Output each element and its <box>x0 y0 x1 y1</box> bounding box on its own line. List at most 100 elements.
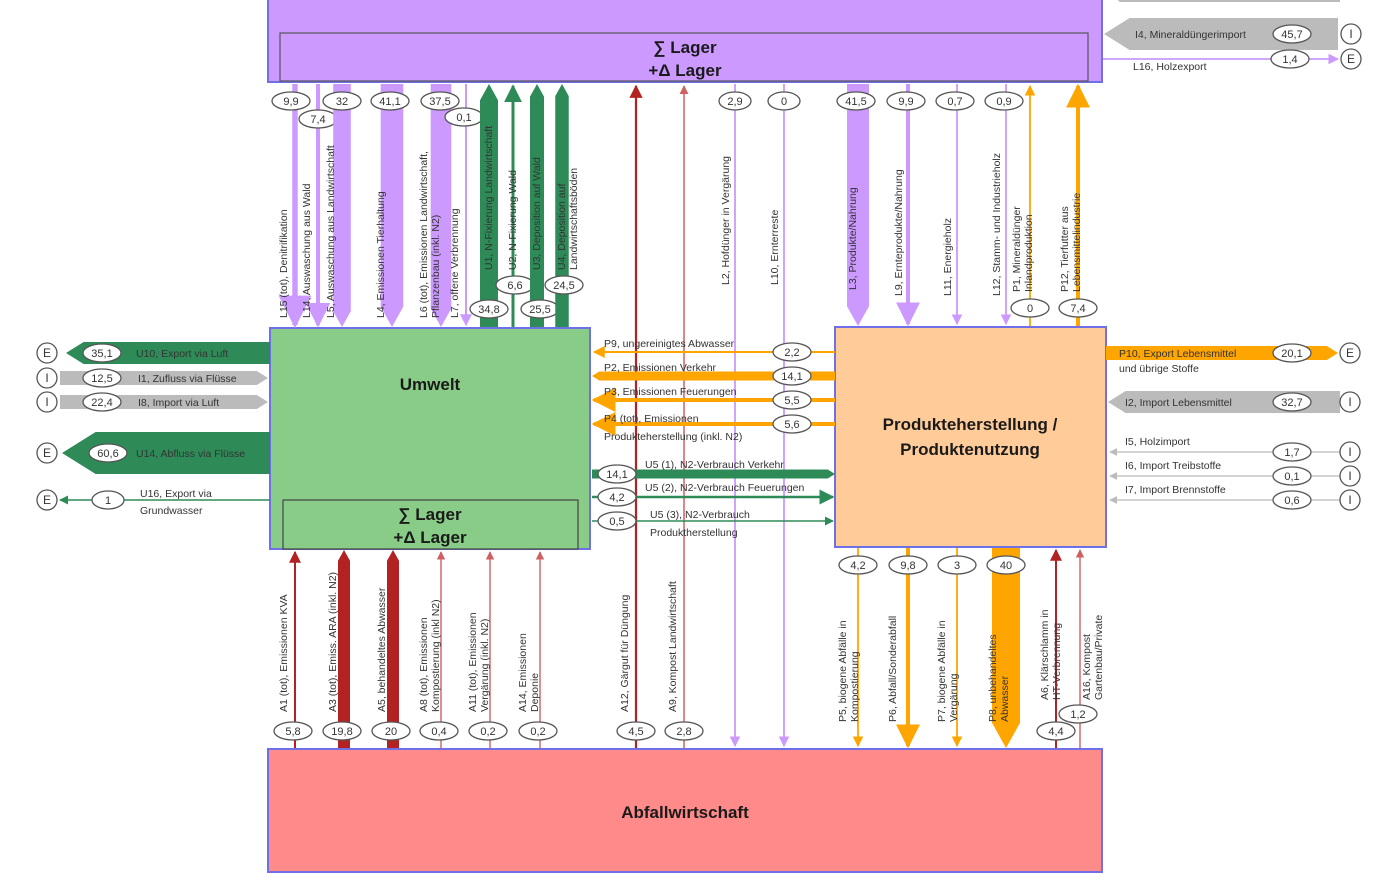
lager-umwelt <box>282 499 579 550</box>
flow-arrow-shape <box>387 550 399 748</box>
flow-p6-value: 9,8 <box>900 560 915 572</box>
flow-i8-value-oval <box>82 392 122 412</box>
flow-p6-label: P6, Abfall/Sonderabfall <box>887 616 899 722</box>
flow-p9-value: 2,2 <box>784 347 799 359</box>
flow-a3-value: 19,8 <box>331 726 352 738</box>
flow-u10-value: 35,1 <box>91 348 112 360</box>
flow-a8-label-1: A8 (tot), Emissionen <box>418 617 430 712</box>
flow-l9-value-oval <box>886 91 926 111</box>
flow-l3-label: L3, Produkte/Nahrung <box>847 187 859 290</box>
flow-p4[interactable]: P4 (tot), EmissionenProdukteherstellung … <box>591 412 835 443</box>
box-produkte[interactable]: Produkteherstellung / Produktenutzung <box>834 326 1107 548</box>
flow-i8-terminal-icon <box>36 391 58 413</box>
flow-p2-value: 14,1 <box>781 371 802 383</box>
flow-a3[interactable]: A3 (tot), Emiss. ARA (inkl. N2)19,8 <box>322 550 362 748</box>
flow-p12-label-1: P12, Tierfutter aus <box>1059 206 1071 292</box>
flow-i6-label: I6, Import Treibstoffe <box>1125 460 1221 472</box>
flow-u5-1-value-oval <box>597 464 637 484</box>
flow-p6[interactable]: P6, Abfall/Sonderabfall 9,8 <box>887 548 928 749</box>
flow-l6-label-1: L6 (tot), Emissionen Landwirtschaft, <box>418 151 430 318</box>
flow-l6[interactable]: L6 (tot), Emissionen Landwirtschaft,Pfla… <box>418 84 460 327</box>
flow-l11-label: L11, Energieholz <box>942 218 954 296</box>
flow-u5-3-label-1: U5 (3), N2-Verbrauch <box>650 509 750 521</box>
flow-p1-label-1: P1, Mineraldünger <box>1011 206 1023 292</box>
flow-a5-value: 20 <box>385 726 397 738</box>
flow-a14-value-oval <box>518 721 558 741</box>
flow-l2[interactable]: L2, Hofdünger in Vergärung 2,9 <box>718 84 752 748</box>
flow-l6-label-2: Pflanzenbau (inkl. N2) <box>430 215 442 318</box>
flow-i7-terminal-label: I <box>1348 493 1351 507</box>
flow-l5-label: L5, Auswaschung aus Landwirtschaft <box>325 145 337 318</box>
flow-p4-value-oval <box>772 414 812 434</box>
box-umwelt[interactable]: Umwelt ∑ Lager +Δ Lager <box>269 327 591 550</box>
flow-a12-label: A12, Gärgut für Düngung <box>619 595 631 712</box>
flow-l2-value: 2,9 <box>727 96 742 108</box>
flow-u2-label: U2, N-Fixierung Wald <box>507 170 519 270</box>
flow-u10-label: U10, Export via Luft <box>136 348 228 360</box>
flow-u4-value: 24,5 <box>553 280 574 292</box>
flow-p4-label-2: Produkteherstellung (inkl. N2) <box>604 431 742 443</box>
flow-arrow-shape <box>555 84 569 327</box>
flow-u14-terminal-label: E <box>43 446 51 460</box>
flow-a14-label-1: A14, Emissionen <box>517 633 529 712</box>
flow-a14-value: 0,2 <box>530 726 545 738</box>
flow-u3-value: 25,5 <box>529 304 550 316</box>
flow-l2-label: L2, Hofdünger in Vergärung <box>720 156 732 285</box>
flow-u5-3[interactable]: U5 (3), N2-VerbrauchProduktherstellung0,… <box>592 509 834 539</box>
flow-a9-value-oval <box>664 721 704 741</box>
box-landwirtschaft[interactable]: ∑ Lager +Δ Lager <box>267 0 1103 83</box>
flow-i5-terminal-icon <box>1339 441 1361 463</box>
flow-unlabeled-top[interactable] <box>1105 0 1340 2</box>
flow-l6-value: 37,5 <box>429 96 450 108</box>
box-abfall[interactable]: Abfallwirtschaft <box>267 748 1103 873</box>
lager-landwirtschaft-delta: +Δ Lager <box>648 61 722 80</box>
flow-u4-value-oval <box>544 275 584 295</box>
flow-arrow-shape <box>529 84 545 327</box>
